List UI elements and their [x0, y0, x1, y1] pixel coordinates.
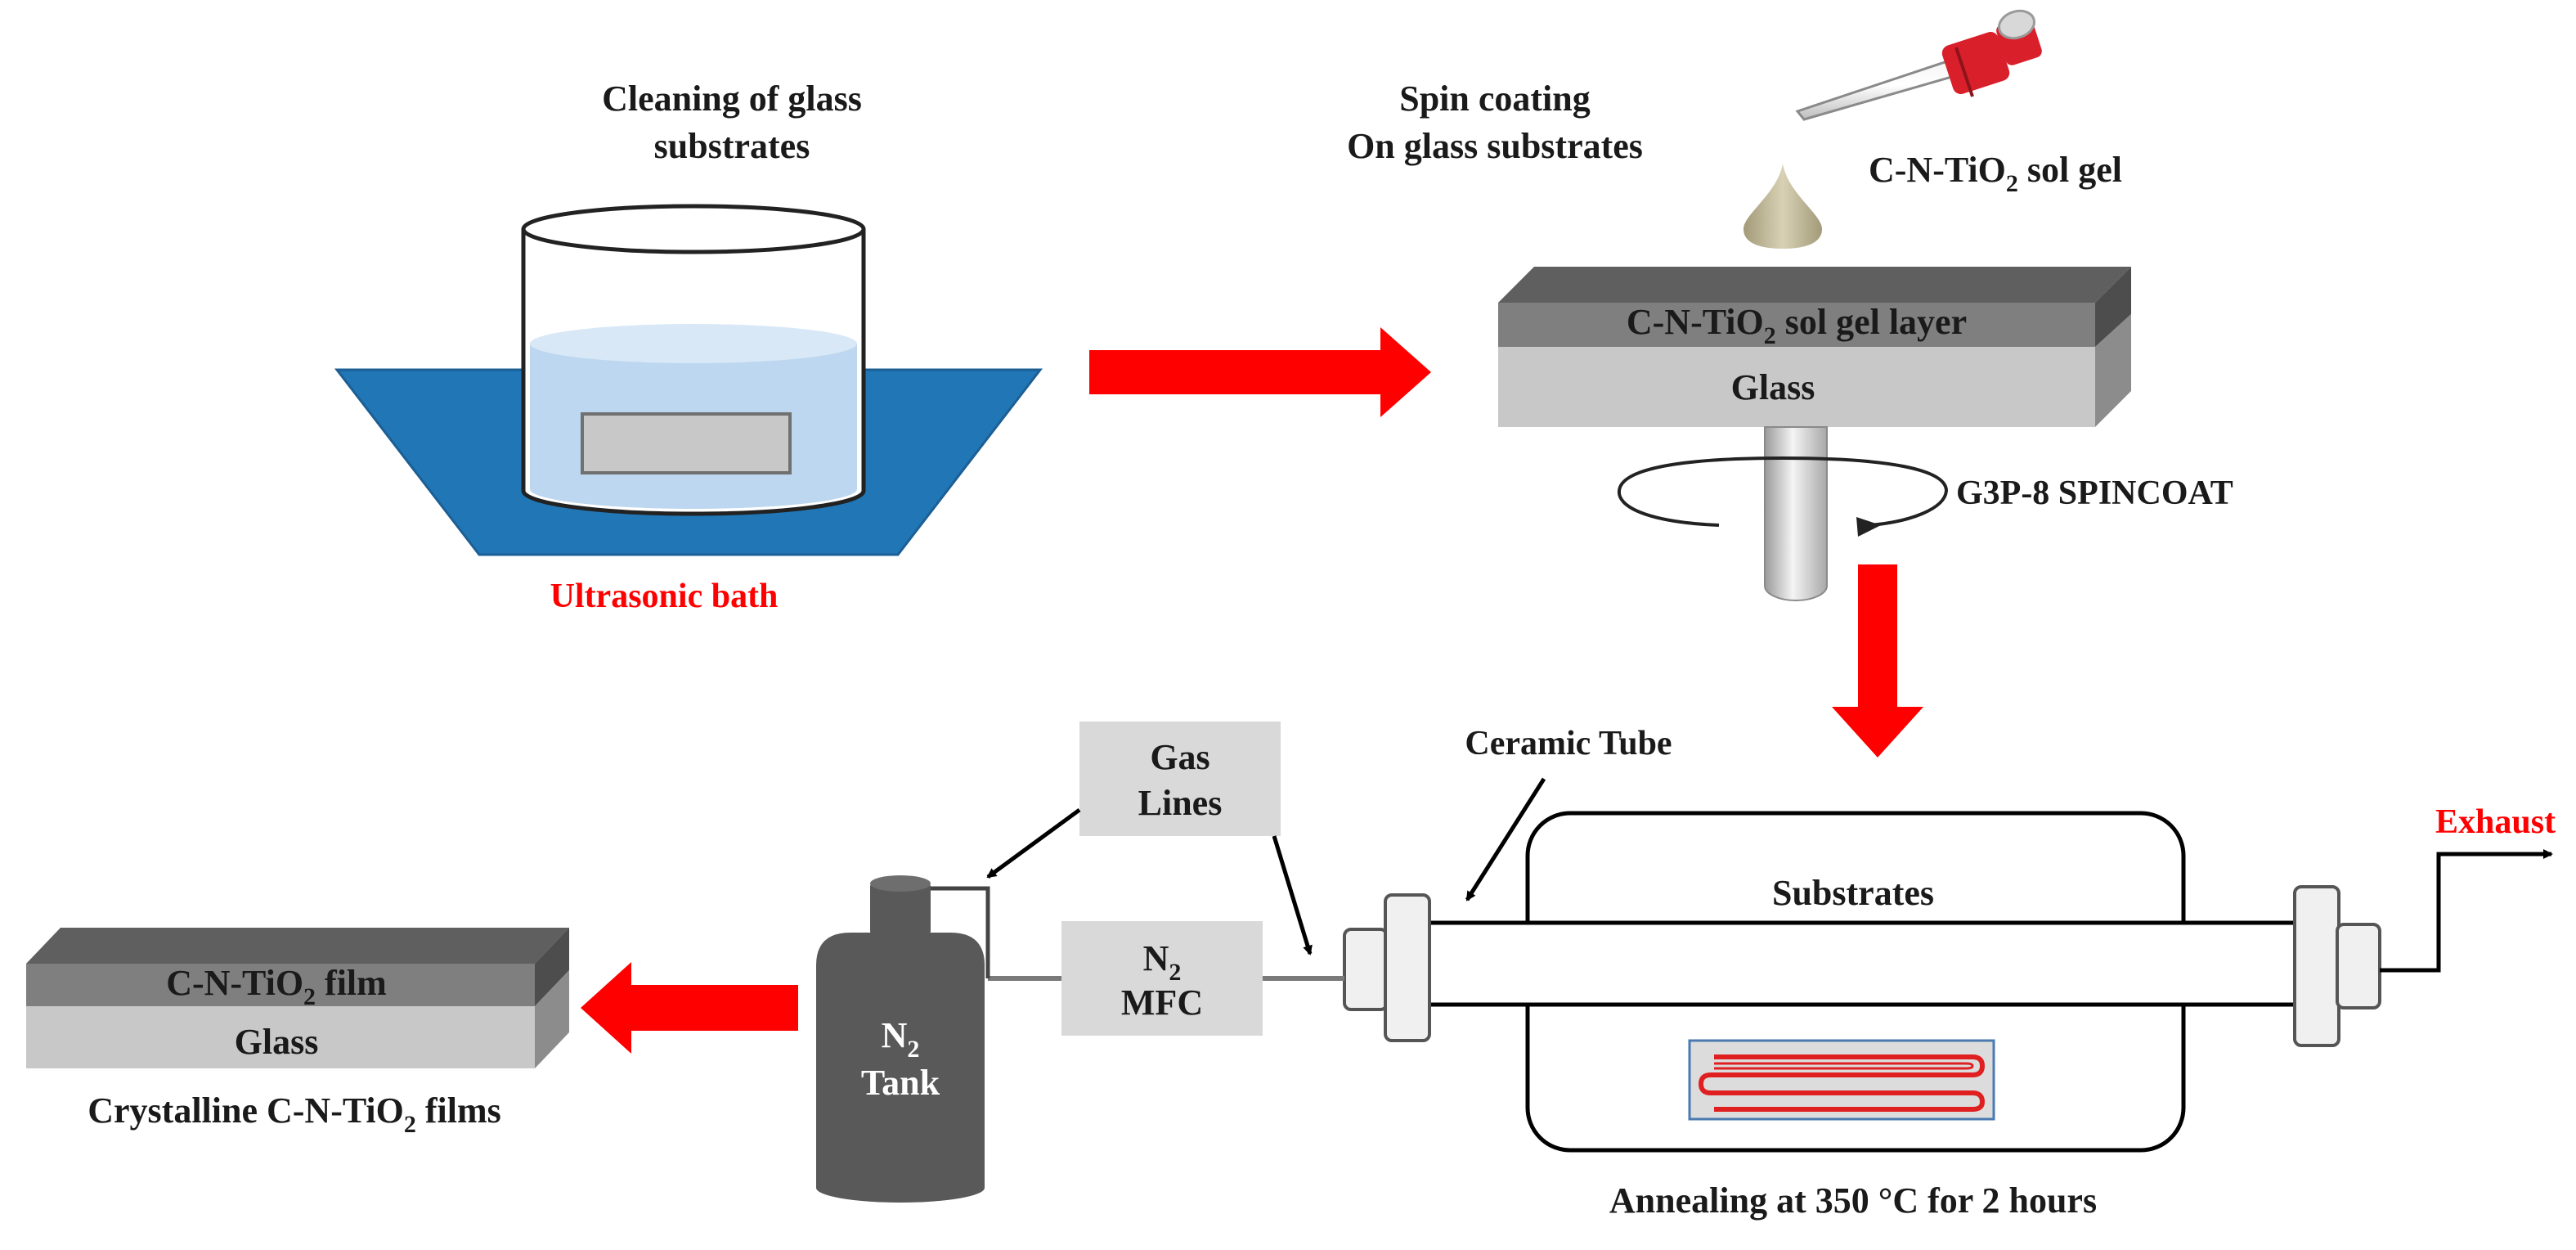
gas-supply: Gas Lines N2 MFC N2 Tank — [816, 722, 1344, 1203]
ceramic-tube-label: Ceramic Tube — [1465, 725, 1672, 762]
gas-lines-pointer-tank — [986, 807, 1081, 879]
gas-tank-icon — [816, 875, 985, 1203]
sol-drop-icon — [1744, 164, 1822, 249]
tank-label: N2 — [882, 1015, 920, 1063]
tank-label-line2: Tank — [861, 1063, 940, 1103]
annealing-label: Annealing at 350 °C for 2 hours — [1609, 1180, 2097, 1221]
mfc-label-line2: MFC — [1121, 982, 1203, 1023]
coated-glass-slab: C-N-TiO2 sol gel layer Glass — [1498, 267, 2131, 427]
exhaust-label: Exhaust — [2435, 803, 2556, 841]
spin-label-line2: On glass substrates — [1347, 126, 1643, 166]
spin-label-line1: Spin coating — [1399, 79, 1591, 119]
glass-bottom-label: Glass — [235, 1022, 319, 1062]
spincoat-label: G3P-8 SPINCOAT — [1956, 474, 2233, 512]
final-film: C-N-TiO2 film Glass Crystalline C-N-TiO2… — [26, 928, 569, 1138]
crystalline-label: Crystalline C-N-TiO2 films — [88, 1090, 501, 1138]
spin-rod — [1764, 426, 1828, 601]
cleaning-label-line1: Cleaning of glass — [602, 79, 862, 119]
arrow-to-annealing — [1832, 564, 1923, 758]
tube-flange-right — [2293, 885, 2340, 1047]
tube-flange-right-outer — [2336, 923, 2381, 1009]
heating-coil-icon — [1688, 1039, 1995, 1121]
sol-gel-label: C-N-TiO2 sol gel — [1869, 150, 2122, 197]
mfc-box — [1061, 921, 1263, 1036]
annealing-step: Ceramic Tube Substrates Exhaust Annealin… — [1343, 725, 2556, 1221]
gas-lines-label-line2: Lines — [1138, 783, 1223, 823]
film-layer-label: C-N-TiO2 film — [166, 963, 387, 1010]
substrates-label: Substrates — [1772, 873, 1934, 913]
glass-top-label: Glass — [1731, 367, 1815, 407]
exhaust-line — [2380, 849, 2553, 973]
cleaning-label-line2: substrates — [654, 126, 810, 166]
gas-lines-box — [1079, 722, 1281, 836]
mfc-label: N2 — [1143, 938, 1182, 986]
ceramic-tube — [1424, 920, 2304, 1007]
gas-lines-pointer-mfc — [1272, 835, 1313, 955]
arrow-to-final-film — [581, 962, 798, 1054]
cleaning-step: Cleaning of glass substrates Ultrasonic … — [334, 79, 1043, 615]
dropper-icon — [1795, 9, 2042, 121]
tube-flange-left-outer — [1343, 928, 1389, 1011]
spin-coating-step: Spin coating On glass substrates C-N-TiO… — [1347, 9, 2233, 601]
beaker-icon — [521, 204, 866, 516]
ultrasonic-bath-label: Ultrasonic bath — [550, 578, 779, 615]
glass-substrate-in-bath — [581, 412, 792, 474]
sol-gel-layer-label: C-N-TiO2 sol gel layer — [1627, 302, 1967, 349]
ceramic-tube-pointer — [1465, 777, 1546, 902]
arrow-to-spin-coating — [1089, 327, 1431, 417]
tube-flange-left — [1384, 893, 1431, 1042]
tank-valve-line — [931, 886, 990, 978]
gas-lines-label-line1: Gas — [1150, 737, 1209, 777]
rotation-arrow-icon — [1617, 456, 1949, 537]
